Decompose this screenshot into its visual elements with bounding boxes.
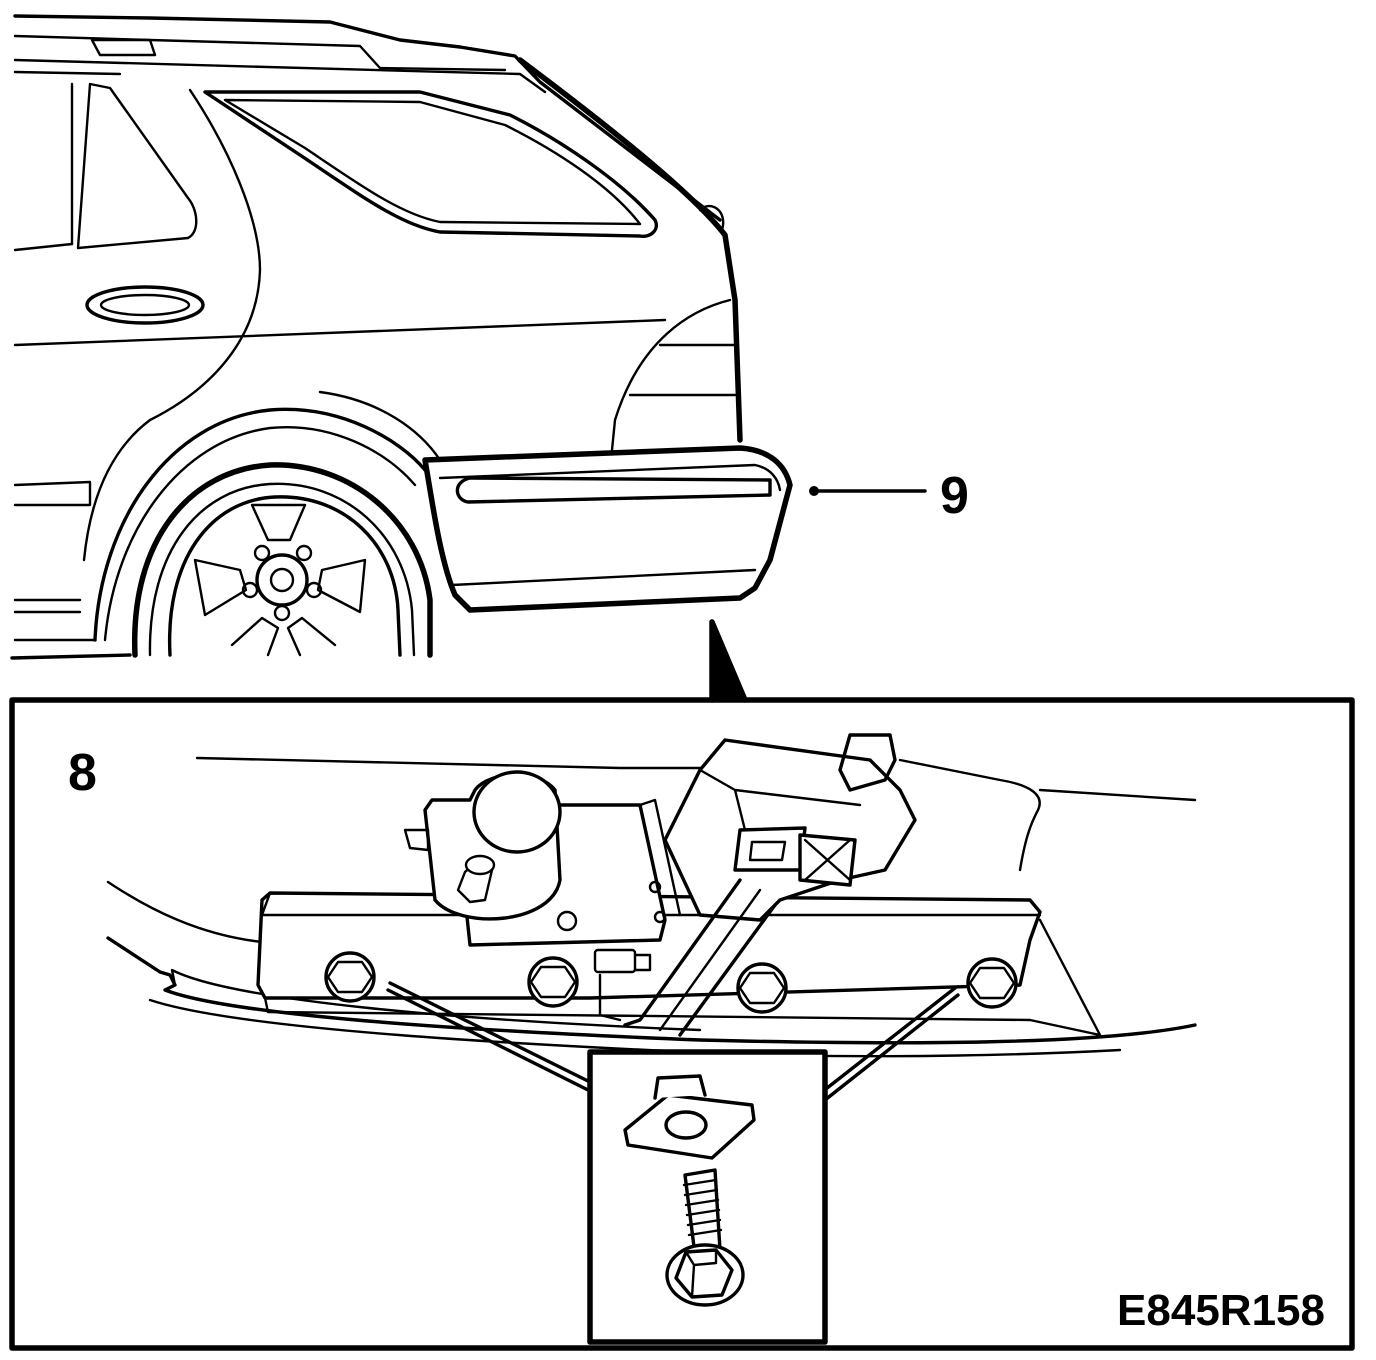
callout-number-8: 8 bbox=[68, 744, 97, 802]
wheel-icon bbox=[132, 462, 433, 658]
flange-bolt-icon bbox=[736, 962, 788, 1014]
bolt-callout-lines bbox=[386, 981, 960, 1102]
clip-nut-icon bbox=[623, 1074, 756, 1160]
figure-code: E845R158 bbox=[1117, 1286, 1325, 1335]
bumper-callout: 9 bbox=[809, 467, 969, 525]
flange-bolt-icon bbox=[966, 957, 1018, 1009]
callout-number-9: 9 bbox=[940, 467, 969, 525]
hardware-inset bbox=[587, 1049, 828, 1345]
flange-bolt-icon bbox=[665, 1168, 745, 1307]
detail-panel: 8 bbox=[9, 619, 1355, 1351]
bracket-bolts bbox=[324, 951, 1018, 1014]
flange-bolt-icon bbox=[324, 951, 376, 1003]
car-rear-quarter-icon bbox=[10, 14, 743, 660]
flange-bolt-icon bbox=[527, 956, 579, 1008]
bumper-bracket-icon bbox=[256, 733, 1102, 1037]
rear-bumper-icon bbox=[422, 445, 793, 613]
